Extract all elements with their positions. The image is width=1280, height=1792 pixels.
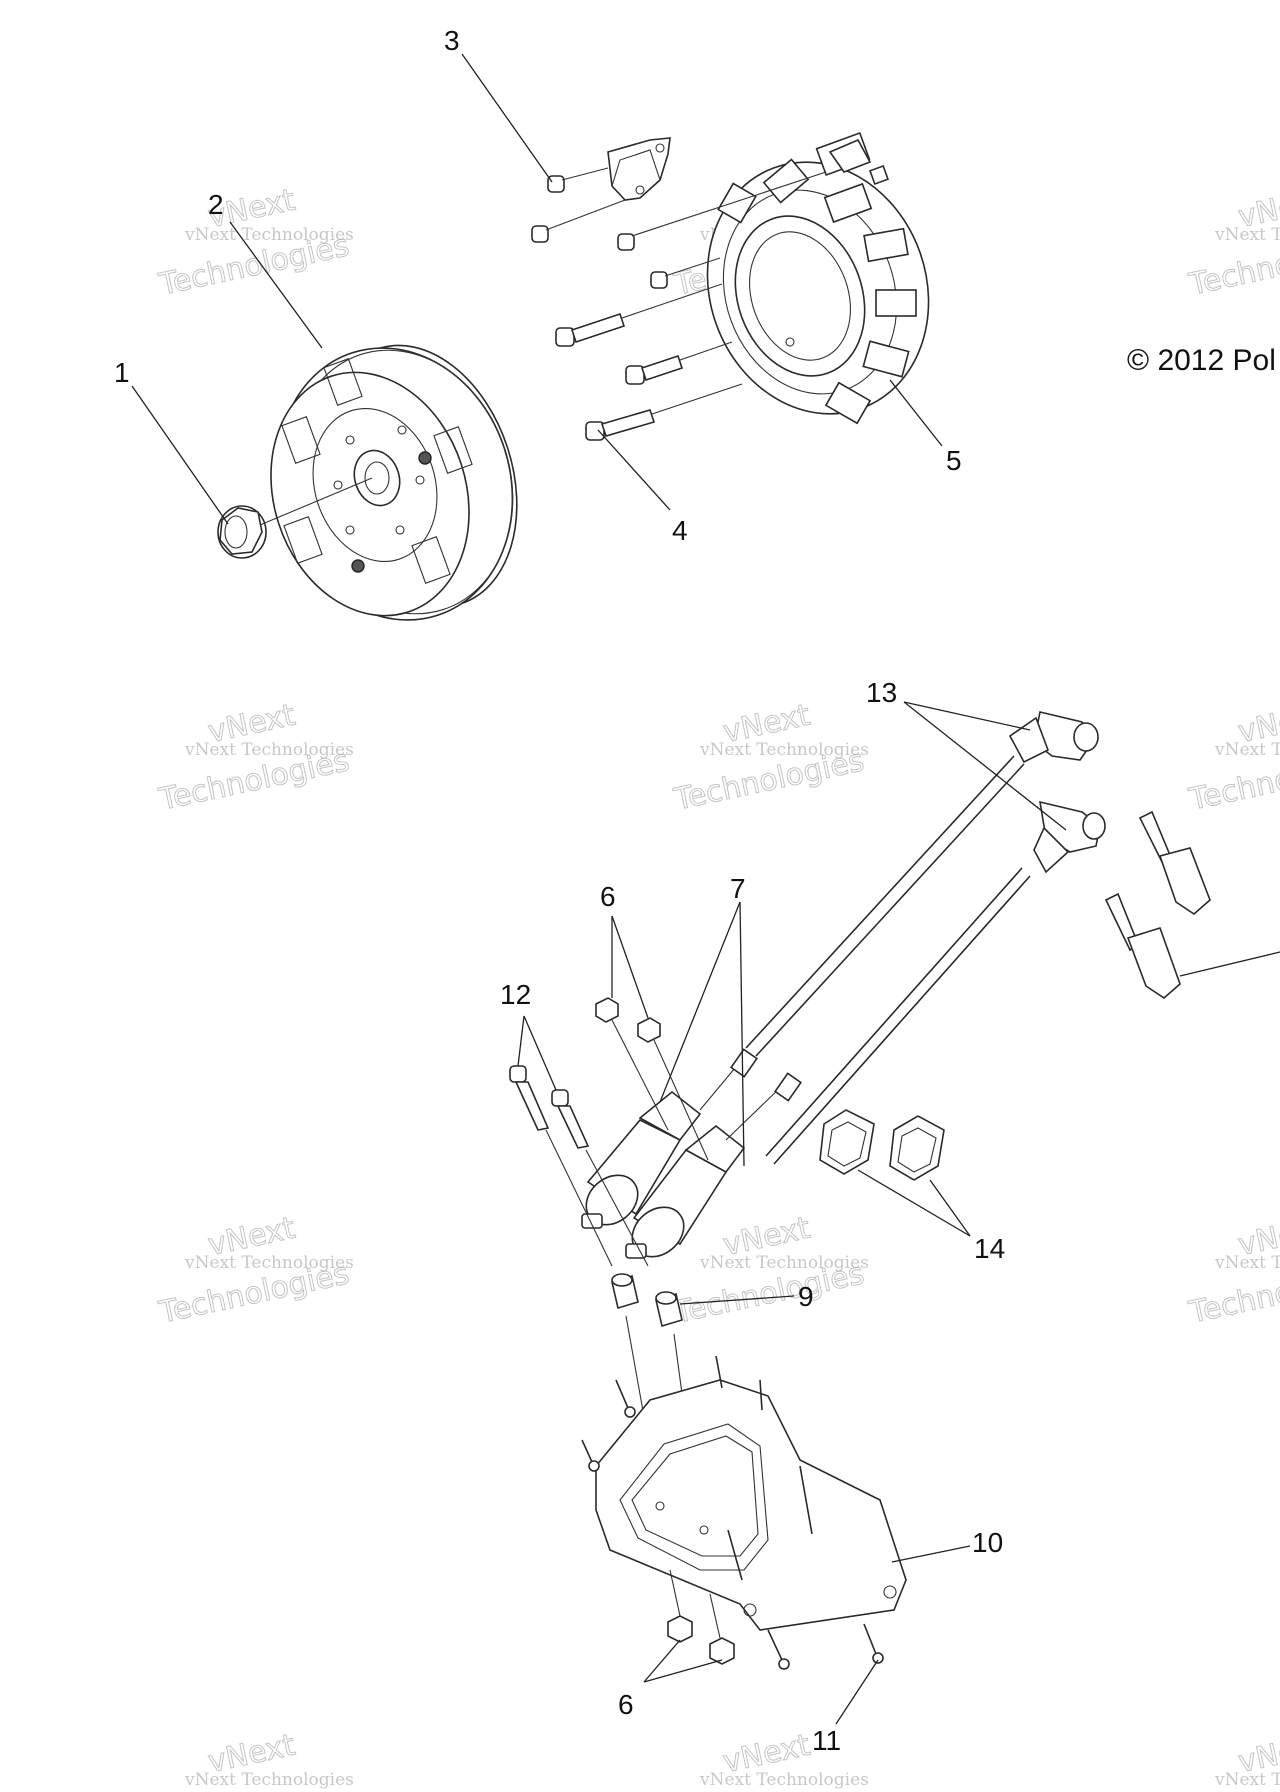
svg-text:vNext Technologies: vNext Technologies [184, 740, 354, 760]
clips [819, 1109, 945, 1181]
watermark: vNext Technologies vNext Technologies [155, 1210, 354, 1331]
spark-plugs [1104, 810, 1211, 1000]
watermark: vNext Technologies vNext [184, 1727, 354, 1790]
svg-text:vNext Technologies: vNext Technologies [1214, 740, 1280, 760]
callout-5: 5 [946, 445, 962, 476]
svg-text:vNext Technologies: vNext Technologies [184, 225, 354, 245]
copyright-notice: © 2012 Pol [1127, 344, 1276, 377]
watermark: vNext Technologies vNext [1214, 1727, 1280, 1790]
svg-text:vNext: vNext [1235, 698, 1280, 751]
callout-12: 12 [500, 979, 531, 1010]
svg-text:vNext Technologies: vNext Technologies [699, 1253, 869, 1273]
callout-11: 11 [812, 1725, 841, 1756]
svg-text:vNext: vNext [1235, 1728, 1280, 1781]
svg-text:vNext Technologies: vNext Technologies [184, 1253, 354, 1273]
callout-14: 14 [974, 1233, 1005, 1264]
crank-position-sensor [531, 137, 671, 243]
watermark: vNext Technologies vNext Technologies [670, 1210, 869, 1331]
spark-plug-leads [745, 711, 1106, 1165]
stator [706, 131, 930, 425]
callout-2: 2 [208, 189, 224, 220]
callout-7: 7 [730, 873, 746, 904]
watermark: vNext Technologies vNext Technologies [670, 697, 869, 818]
svg-text:vNext: vNext [1235, 183, 1280, 236]
leader-lines [131, 53, 1280, 1725]
svg-text:vNext Technologies: vNext Technologies [1214, 225, 1280, 245]
svg-text:vNext Technologies: vNext Technologies [1214, 1253, 1280, 1273]
callout-6-bottom: 6 [618, 1689, 634, 1720]
watermark: vNext Technologies vNext Technologies [155, 697, 354, 818]
svg-text:vNext: vNext [1235, 1211, 1280, 1264]
callout-4: 4 [672, 515, 688, 546]
callout-3: 3 [444, 25, 460, 56]
watermark: vNext Technologies vNext Technologies [1185, 1210, 1280, 1331]
callout-9: 9 [798, 1281, 814, 1312]
flywheel-nut [217, 477, 373, 559]
coil-mounting-screws [509, 1065, 649, 1267]
callout-6-top: 6 [600, 881, 616, 912]
callout-13: 13 [866, 677, 897, 708]
coil-nuts [595, 997, 709, 1161]
svg-text:vNext Technologies: vNext Technologies [699, 1770, 869, 1790]
bracket-nuts [667, 1569, 735, 1665]
flywheel [270, 344, 518, 621]
watermark: vNext Technologies vNext Technologies [1185, 182, 1280, 303]
bracket-screws [581, 1379, 884, 1670]
svg-text:vNext Technologies: vNext Technologies [699, 740, 869, 760]
svg-text:vNext Technologies: vNext Technologies [1214, 1770, 1280, 1790]
callout-10: 10 [972, 1527, 1003, 1558]
watermark: vNext Technologies vNext Technologies [155, 182, 354, 303]
ignition-coils [581, 1048, 802, 1259]
svg-text:vNext Technologies: vNext Technologies [184, 1770, 354, 1790]
coil-mounting-bracket [595, 1355, 907, 1631]
stator-screws [555, 171, 827, 441]
watermark: vNext Technologies vNext [699, 1727, 869, 1790]
watermark: vNext Technologies vNext Technologies [1185, 697, 1280, 818]
callout-1: 1 [114, 357, 130, 388]
